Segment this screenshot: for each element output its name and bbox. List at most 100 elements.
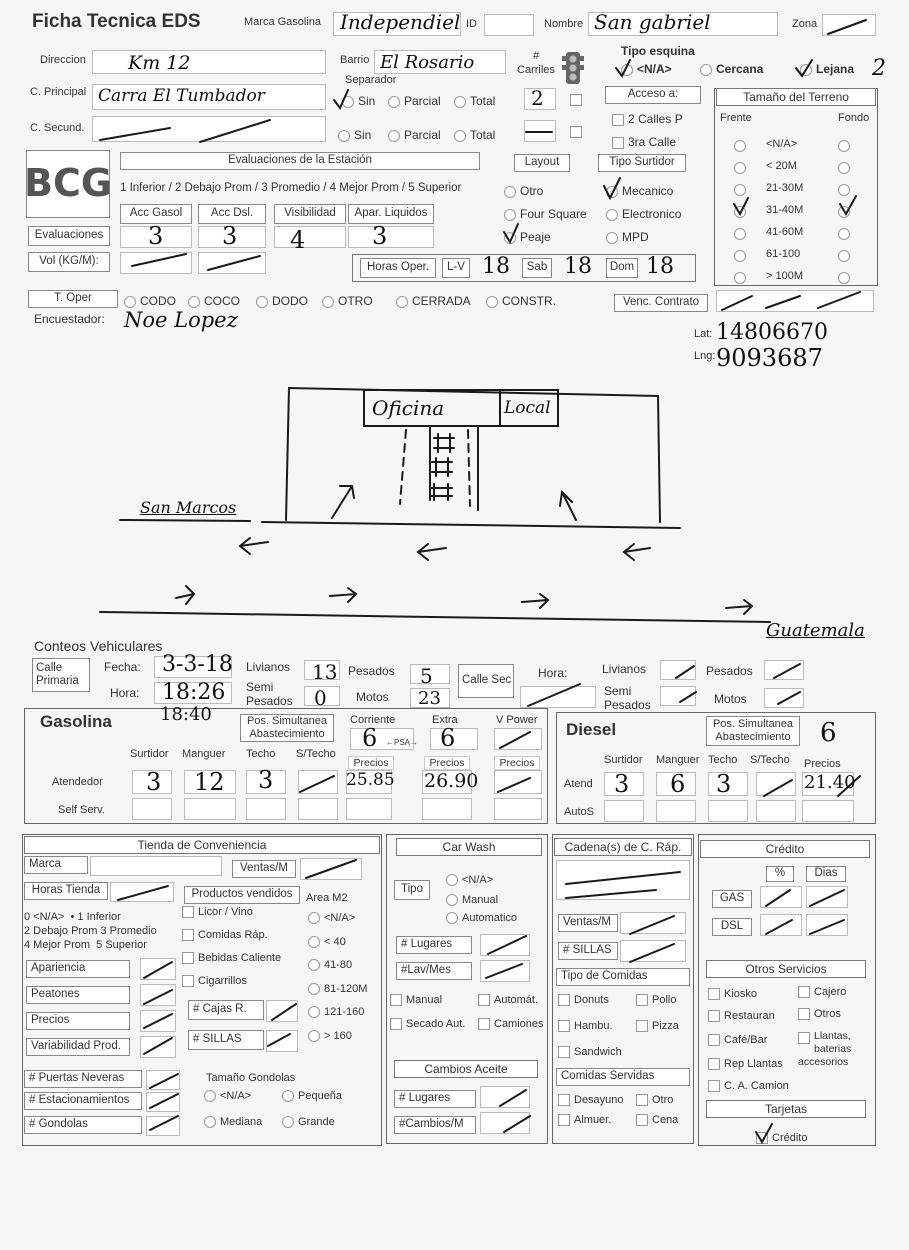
carriles-checkbox[interactable] — [570, 92, 586, 106]
terreno-fondo-radio[interactable] — [838, 162, 850, 174]
carwash-automat[interactable]: Automát. — [478, 994, 538, 1007]
tienda-area-0[interactable]: <N/A> — [308, 912, 355, 925]
cadena-cena[interactable]: Cena — [636, 1114, 678, 1127]
credito-gas-pct[interactable] — [760, 886, 802, 908]
credito-dsl-pct[interactable] — [760, 914, 802, 936]
barrio-field[interactable] — [374, 50, 506, 74]
tarjetas-credito[interactable]: Crédito — [756, 1132, 807, 1145]
toper-option-0[interactable]: CODO — [124, 294, 176, 308]
tamano-pequena[interactable]: Pequeña — [282, 1090, 342, 1103]
eval-apar-field[interactable] — [348, 226, 434, 248]
sep2-total[interactable]: Total — [454, 128, 495, 142]
tienda-eval-field[interactable] — [140, 1036, 176, 1058]
motos-field[interactable] — [410, 688, 450, 708]
tienda-producto-0[interactable]: Licor / Vino — [182, 906, 253, 919]
diesel-auto-stecho[interactable] — [756, 800, 796, 822]
carriles2-field[interactable] — [524, 120, 556, 142]
otros-ca-camion[interactable]: C. A. Camion — [708, 1080, 789, 1093]
cambios-lugares-field[interactable] — [480, 1086, 530, 1108]
acceso-3racalle[interactable]: 3ra Calle — [612, 135, 676, 149]
diesel-surtidor-field[interactable] — [604, 772, 644, 796]
otros-llantas[interactable]: Llantas, baterias accesorios — [798, 1030, 852, 1068]
terreno-fondo-radio[interactable] — [838, 140, 850, 152]
sep-sin[interactable]: Sin — [342, 94, 375, 108]
credito-dsl-dias[interactable] — [806, 914, 848, 936]
gas-techo-field[interactable] — [246, 770, 286, 794]
tienda-area-5[interactable]: > 160 — [308, 1030, 352, 1042]
hora2-field[interactable] — [520, 686, 596, 708]
terreno-fondo-radio[interactable] — [838, 228, 850, 240]
motos2-field[interactable] — [764, 688, 804, 708]
zona-field[interactable] — [822, 14, 876, 36]
gas-pos-extra-field[interactable] — [430, 728, 478, 750]
layout-otro[interactable]: Otro — [504, 184, 543, 198]
terreno-fondo-radio[interactable] — [838, 184, 850, 196]
tipo-esquina-cercana[interactable]: Cercana — [700, 62, 763, 76]
toper-option-3[interactable]: OTRO — [322, 294, 373, 308]
toper-option-2[interactable]: DODO — [256, 294, 308, 308]
carwash-tipo-na[interactable]: <N/A> — [446, 874, 493, 887]
direccion-field[interactable] — [92, 50, 326, 74]
tienda-estac-field[interactable] — [146, 1092, 180, 1112]
tienda-area-1[interactable]: < 40 — [308, 936, 346, 948]
id-field[interactable] — [484, 14, 534, 36]
tipo-esquina-lejana[interactable]: Lejana — [800, 62, 854, 76]
gas-precio-corriente-field[interactable] — [346, 770, 392, 794]
contrato-field[interactable] — [716, 290, 874, 312]
terreno-fondo-radio[interactable] — [838, 206, 850, 218]
diesel-auto-surtidor[interactable] — [604, 800, 644, 822]
nombre-field[interactable] — [588, 12, 778, 36]
toper-option-1[interactable]: COCO — [188, 294, 240, 308]
gas-pos-vpower-field[interactable] — [494, 728, 542, 750]
diesel-manguer-field[interactable] — [656, 772, 696, 796]
carwash-lav-field[interactable] — [480, 960, 530, 982]
terreno-frente-radio[interactable] — [734, 162, 746, 174]
layout-peaje[interactable]: Peaje — [504, 230, 551, 244]
tienda-producto-3[interactable]: Cigarrillos — [182, 975, 247, 988]
pesados2-field[interactable] — [764, 660, 804, 680]
cadena-pollo[interactable]: Pollo — [636, 994, 676, 1007]
gas-precio-vpower-field[interactable] — [494, 770, 542, 794]
cadena-name-field[interactable] — [556, 860, 690, 900]
sep2-sin[interactable]: Sin — [338, 128, 371, 142]
terreno-frente-radio[interactable] — [734, 184, 746, 196]
tienda-gondolas-field[interactable] — [146, 1116, 180, 1136]
eval-acc-dsl-field[interactable] — [198, 226, 266, 248]
otros-cafe[interactable]: Café/Bar — [708, 1034, 767, 1047]
pesados-field[interactable] — [410, 664, 450, 684]
terreno-frente-radio[interactable] — [734, 250, 746, 262]
diesel-auto-manguer[interactable] — [656, 800, 696, 822]
gas-stecho-field[interactable] — [298, 770, 338, 794]
tienda-producto-1[interactable]: Comidas Ráp. — [182, 929, 268, 942]
surtidor-electronico[interactable]: Electronico — [606, 207, 681, 221]
tamano-grande[interactable]: Grande — [282, 1116, 335, 1129]
tienda-eval-field[interactable] — [140, 958, 176, 980]
tienda-cajas-field[interactable] — [266, 1000, 298, 1022]
toper-option-4[interactable]: CERRADA — [396, 294, 471, 308]
cadena-desayuno[interactable]: Desayuno — [558, 1094, 624, 1107]
surtidor-mecanico[interactable]: Mecanico — [606, 184, 673, 198]
sep-parcial[interactable]: Parcial — [388, 94, 441, 108]
terreno-frente-radio[interactable] — [734, 206, 746, 218]
gas-manguer-field[interactable] — [184, 770, 236, 794]
tienda-area-4[interactable]: 121-160 — [308, 1006, 364, 1019]
tienda-area-2[interactable]: 41-80 — [308, 959, 352, 972]
tienda-eval-field[interactable] — [140, 1010, 176, 1032]
cadena-pizza[interactable]: Pizza — [636, 1020, 679, 1033]
diesel-auto-techo[interactable] — [708, 800, 748, 822]
eval-visibilidad-field[interactable] — [274, 226, 346, 248]
cambios-m-field[interactable] — [480, 1112, 530, 1134]
eval-acc-gasol-field[interactable] — [120, 226, 192, 248]
livianos2-field[interactable] — [660, 660, 696, 680]
toper-option-5[interactable]: CONSTR. — [486, 294, 556, 308]
csecund-field[interactable] — [92, 116, 326, 142]
carwash-tipo-auto[interactable]: Automatico — [446, 912, 517, 925]
tienda-eval-field[interactable] — [140, 984, 176, 1006]
carwash-manual[interactable]: Manual — [390, 994, 442, 1007]
gas-pos-corriente-field[interactable] — [350, 728, 414, 750]
otros-otros[interactable]: Otros — [798, 1008, 841, 1021]
semi-field[interactable] — [304, 686, 340, 706]
cadena-hambu[interactable]: Hambu. — [558, 1020, 613, 1033]
tipo-esquina-na[interactable]: <N/A> — [621, 62, 672, 76]
carwash-lugares-field[interactable] — [480, 934, 530, 956]
